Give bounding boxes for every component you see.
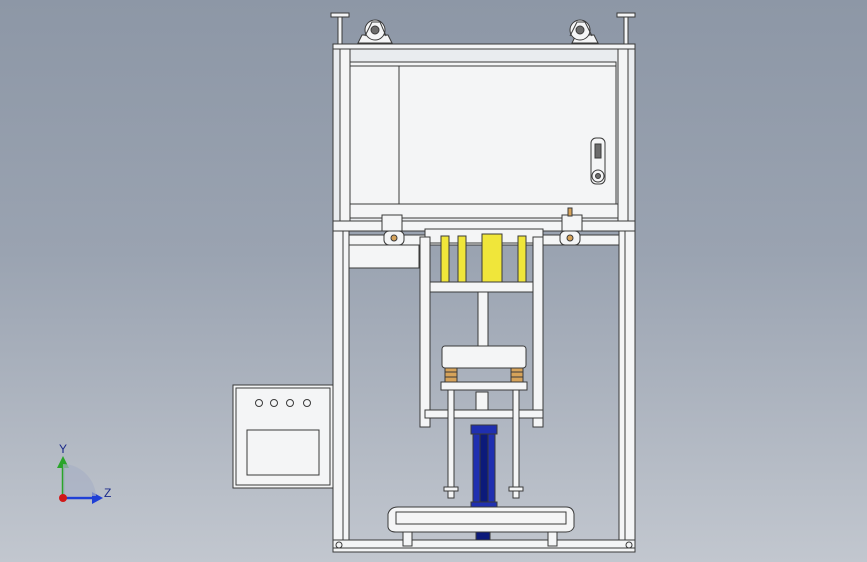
lower-post-left-outer <box>332 230 344 549</box>
mechanism-side-right <box>532 236 544 428</box>
indicator-light-2 <box>270 399 278 407</box>
upper-post-left <box>339 48 351 222</box>
leveling-foot-right <box>616 12 636 45</box>
control-panel-box <box>232 384 334 489</box>
control-panel-display <box>246 429 320 476</box>
mechanism-side-left <box>419 236 431 428</box>
cam-block-1 <box>440 235 450 283</box>
y-axis-label: Y <box>59 442 68 456</box>
leveling-foot-left <box>330 12 350 45</box>
indicator-light-1 <box>255 399 263 407</box>
lower-post-right-outer <box>624 230 636 549</box>
base-plate <box>332 547 636 553</box>
clamp-bracket-right <box>559 207 583 246</box>
spring-left <box>444 367 458 383</box>
spring-right <box>510 367 524 383</box>
lower-post-left-inner <box>342 230 350 549</box>
upper-post-right <box>617 48 629 222</box>
clamp-bracket-left <box>381 214 405 246</box>
pressing-head <box>441 345 527 369</box>
guide-rod-left <box>447 389 455 499</box>
cam-block-4 <box>517 235 527 283</box>
caster-wheel-right <box>569 19 599 44</box>
coordinate-triad <box>57 456 103 504</box>
guide-rod-right <box>512 389 520 499</box>
cam-block-2 <box>457 235 467 283</box>
top-cap-plate <box>332 43 636 50</box>
side-bracket-left <box>348 244 420 269</box>
yellow-cam-blocks <box>440 233 527 283</box>
cylinder-coupling <box>475 391 489 411</box>
indicator-light-4 <box>303 399 311 407</box>
lower-crossbar <box>424 409 544 419</box>
caster-wheel-left <box>357 19 393 44</box>
base-fixture <box>387 506 575 547</box>
cabinet-bottom-rail <box>349 203 619 219</box>
z-axis-label: Z <box>104 486 112 500</box>
cabinet-door-panel <box>349 61 617 205</box>
center-shaft <box>477 291 489 349</box>
base-beam <box>332 539 636 549</box>
lower-post-right-inner <box>618 230 626 549</box>
triad-origin <box>59 494 67 502</box>
pneumatic-cylinder <box>470 424 498 511</box>
door-lock <box>590 137 606 185</box>
upper-crossbar <box>429 281 534 293</box>
indicator-light-3 <box>286 399 294 407</box>
cam-block-3 <box>481 233 503 283</box>
spring-plate <box>440 381 528 391</box>
